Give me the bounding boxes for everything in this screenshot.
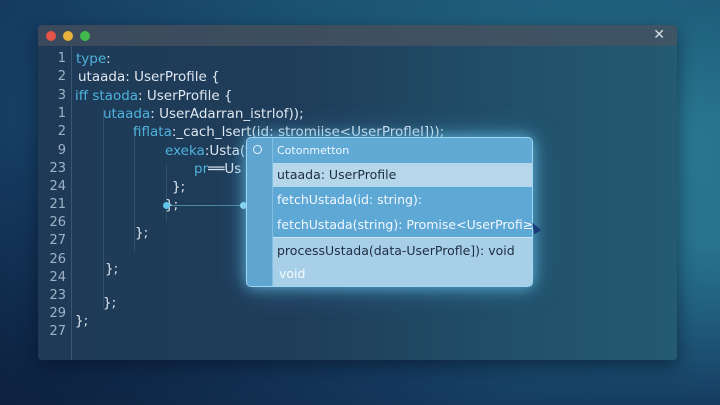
close-window-button[interactable] [46, 31, 56, 41]
indent-guide [134, 127, 135, 252]
code-line: exeka:Usta(f [165, 143, 250, 159]
line-number: 29 [49, 306, 66, 321]
title-bar: ✕ [38, 25, 677, 46]
line-number: 21 [49, 197, 66, 212]
connector-node [163, 202, 170, 209]
code-line: }; [172, 179, 186, 195]
completion-item[interactable]: processUstada(data-UserProfle]): void [273, 237, 532, 262]
line-number: 24 [49, 270, 66, 285]
indent-guide [103, 109, 104, 309]
code-line: utaada: UserProfile { [78, 69, 220, 85]
code-line: pr══Us [194, 161, 242, 177]
indent-guide [166, 164, 167, 221]
line-number: 2 [57, 69, 66, 84]
code-line: }; [103, 295, 117, 311]
minimize-window-button[interactable] [63, 31, 73, 41]
editor-window: ✕ 1 2 3 1 2 9 23 24 21 26 27 26 24 23 29… [38, 25, 677, 360]
code-area[interactable]: type: utaada: UserProfile { iff staoda: … [38, 25, 677, 360]
completion-item[interactable]: void [273, 262, 532, 286]
line-number: 3 [57, 88, 66, 103]
line-number-gutter: 1 2 3 1 2 9 23 24 21 26 27 26 24 23 29 2… [38, 46, 72, 360]
line-number: 27 [49, 324, 66, 339]
line-number: 24 [49, 179, 66, 194]
close-icon[interactable]: ✕ [653, 27, 665, 43]
maximize-window-button[interactable] [80, 31, 90, 41]
line-number: 23 [49, 161, 66, 176]
code-line: }; [75, 313, 89, 329]
completion-item[interactable]: fetchUstada(string): Promise<UserProfi≥) [273, 212, 532, 237]
line-number: 2 [57, 124, 66, 139]
line-number: 1 [57, 51, 66, 66]
line-number: 9 [57, 143, 66, 158]
line-number: 26 [49, 215, 66, 230]
completion-item-selected[interactable]: utaada: UserProfile [273, 163, 532, 187]
completion-item[interactable]: fetchUstada(id: string): [273, 187, 532, 212]
circle-icon [253, 145, 262, 154]
code-line: }; [105, 261, 119, 277]
line-number: 1 [57, 106, 66, 121]
line-number: 26 [49, 252, 66, 267]
line-number: 27 [49, 233, 66, 248]
popup-title: Cotonmetton [273, 138, 532, 163]
code-line: utaada: UserAdarran_istrlof)); [103, 106, 304, 122]
connector-line [166, 205, 244, 206]
popup-sidebar [247, 138, 273, 286]
code-line: iff staoda: UserProfile { [75, 88, 233, 104]
connector-node [240, 202, 247, 209]
autocomplete-popup: Cotonmetton utaada: UserProfile fetchUst… [246, 137, 533, 287]
code-line: type: [76, 51, 111, 67]
code-line: fiflata:_cach_lsert(id: stromiise<UserPr… [133, 124, 445, 140]
code-line: }; [135, 225, 149, 241]
line-number: 23 [49, 288, 66, 303]
